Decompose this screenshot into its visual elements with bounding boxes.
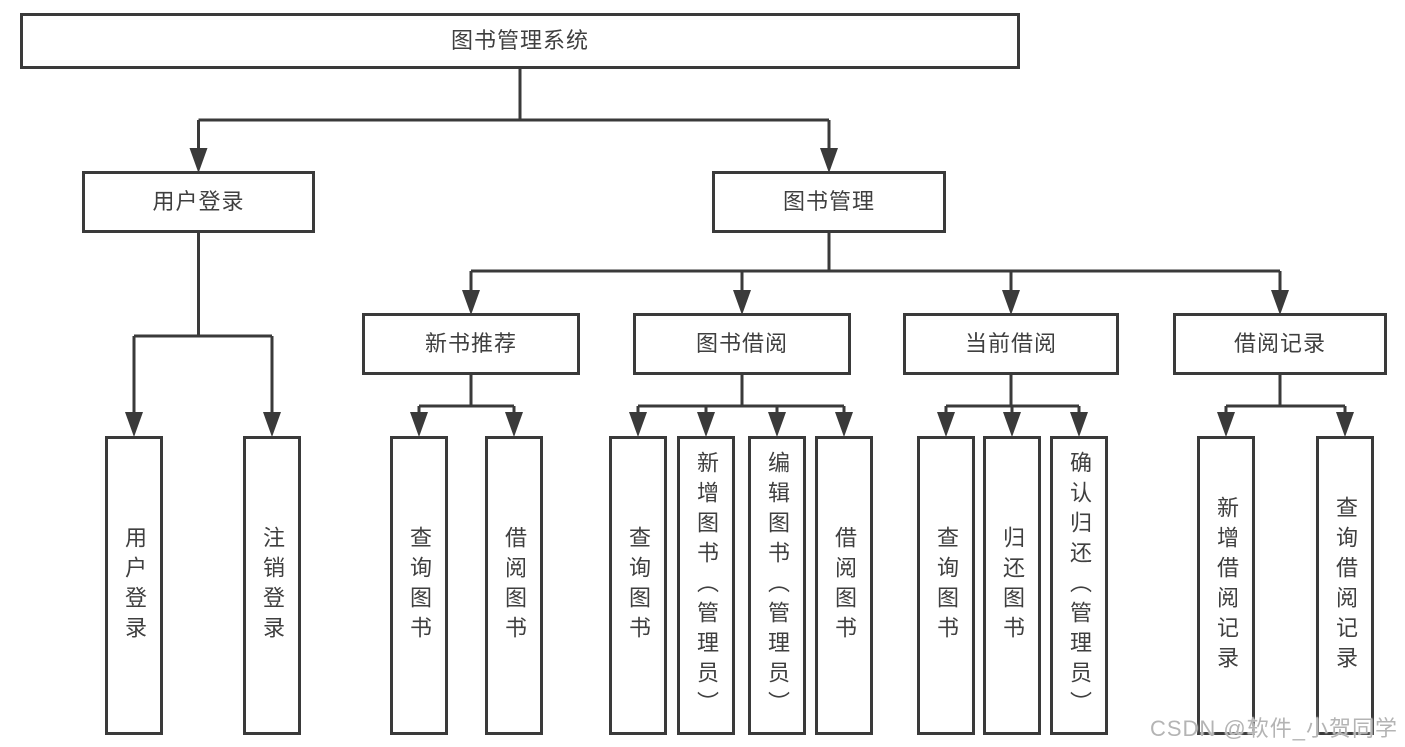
node-borrowing-records: 借阅记录 — [1173, 313, 1387, 375]
node-book-management: 图书管理 — [712, 171, 946, 233]
node-user-login: 用户登录 — [82, 171, 315, 233]
node-new-book-recommendation: 新书推荐 — [362, 313, 580, 375]
leaf-query-books-newbook: 查询图书 — [390, 436, 448, 735]
leaf-query-books-current: 查询图书 — [917, 436, 975, 735]
leaf-return-books: 归还图书 — [983, 436, 1041, 735]
leaf-logout-login: 注销登录 — [243, 436, 301, 735]
leaf-query-borrow-record: 查询借阅记录 — [1316, 436, 1374, 735]
leaf-borrow-books-borrowing: 借阅图书 — [815, 436, 873, 735]
leaf-add-books-admin: 新增图书（管理员） — [677, 436, 735, 735]
node-library-management-system: 图书管理系统 — [20, 13, 1020, 69]
leaf-borrow-books-newbook: 借阅图书 — [485, 436, 543, 735]
leaf-add-borrow-record: 新增借阅记录 — [1197, 436, 1255, 735]
leaf-edit-books-admin: 编辑图书（管理员） — [748, 436, 806, 735]
leaf-query-books-borrowing: 查询图书 — [609, 436, 667, 735]
node-book-borrowing: 图书借阅 — [633, 313, 851, 375]
leaf-confirm-return-admin: 确认归还（管理员） — [1050, 436, 1108, 735]
node-current-borrowing: 当前借阅 — [903, 313, 1119, 375]
csdn-watermark: CSDN @软件_小贺同学 — [1149, 716, 1398, 741]
leaf-user-login: 用户登录 — [105, 436, 163, 735]
